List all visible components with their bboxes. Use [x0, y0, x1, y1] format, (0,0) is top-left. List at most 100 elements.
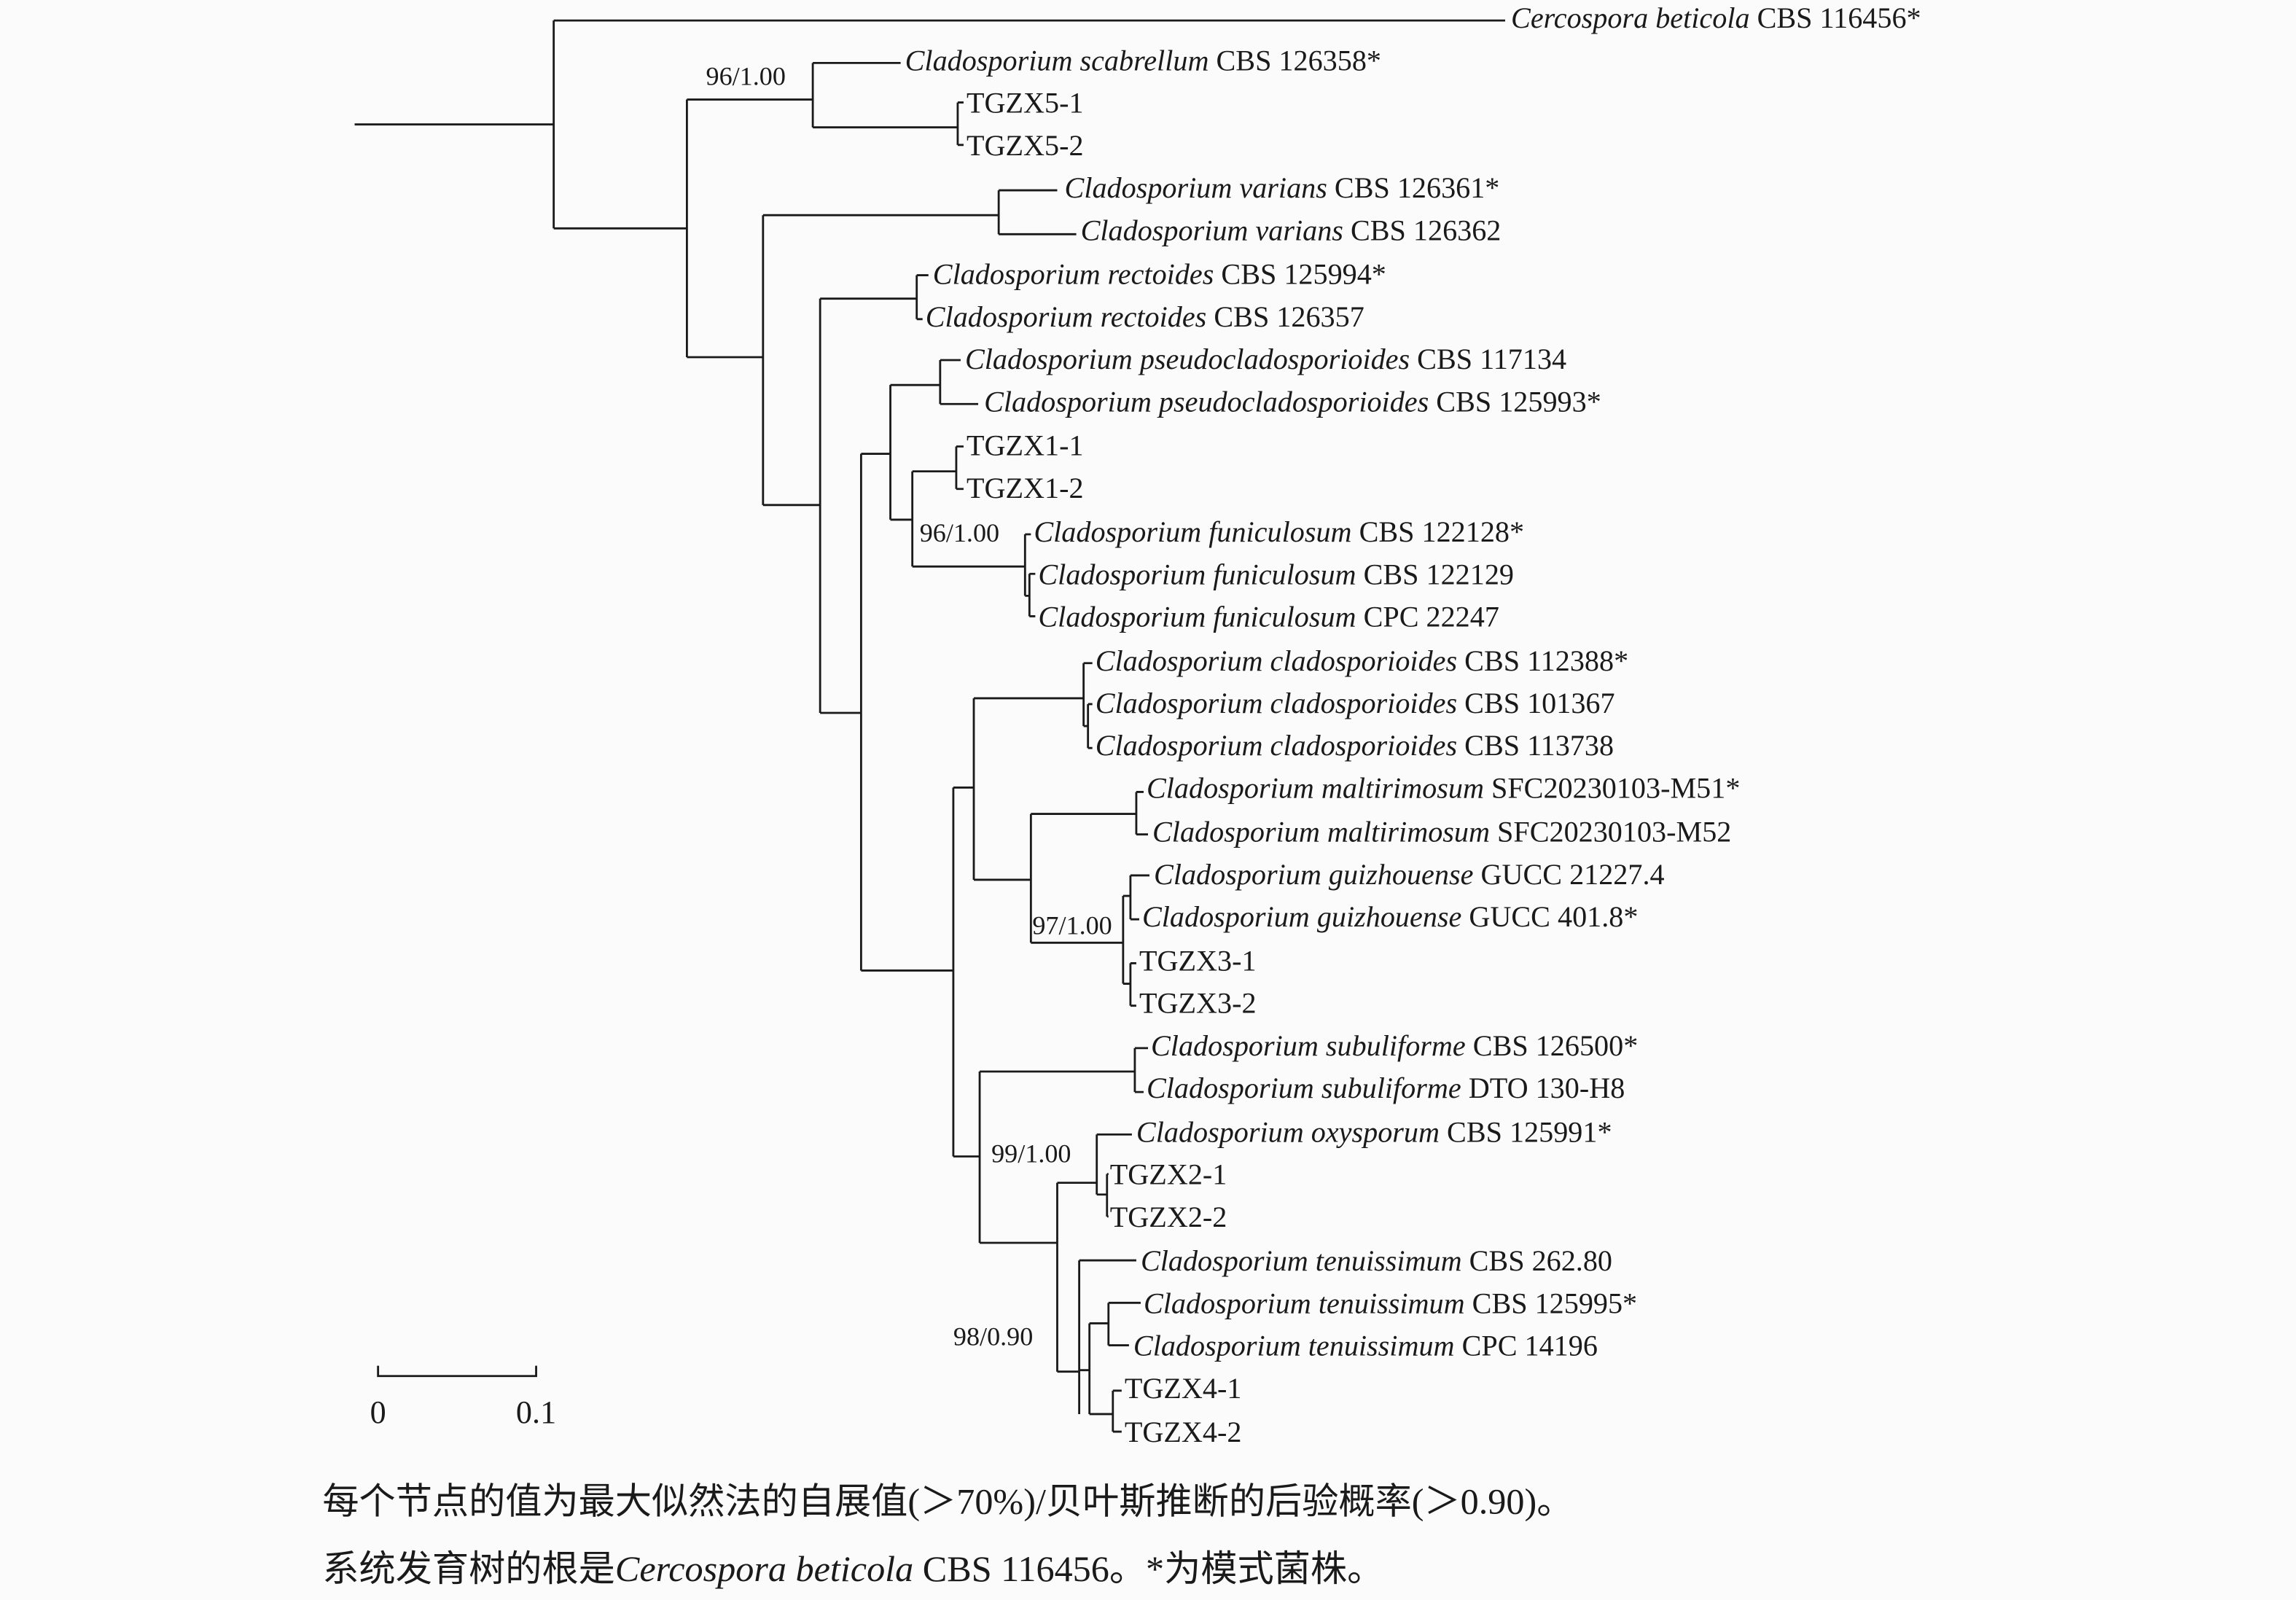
species-name: Cladosporium tenuissimum — [1141, 1244, 1462, 1277]
taxon-label: Cladosporium scabrellum CBS 126358* — [905, 44, 1381, 77]
species-name: Cladosporium subuliforme — [1147, 1072, 1461, 1104]
caption-prefix: 系统发育树的根是 — [322, 1548, 615, 1589]
scale-start-label: 0 — [370, 1394, 386, 1430]
support-value: 97/1.00 — [1032, 910, 1112, 940]
species-name: Cladosporium cladosporioides — [1096, 729, 1457, 762]
species-name: Cladosporium funiculosum — [1034, 515, 1351, 548]
strain-id: CBS 125993* — [1436, 385, 1601, 418]
strain-id: CBS 262.80 — [1469, 1244, 1612, 1277]
branch-lines — [354, 19, 1506, 1433]
taxon-label: Cladosporium oxysporum CBS 125991* — [1136, 1115, 1612, 1148]
scale-end-label: 0.1 — [516, 1394, 556, 1430]
caption-species: Cercospora beticola — [615, 1548, 913, 1589]
strain-id: CBS 125995* — [1472, 1287, 1637, 1319]
strain-id: TGZX3-2 — [1139, 987, 1257, 1020]
taxon-label: Cladosporium cladosporioides CBS 112388* — [1096, 644, 1628, 677]
taxon-label: TGZX5-1 — [967, 87, 1084, 120]
species-name: Cercospora beticola — [1511, 1, 1750, 34]
species-name: Cladosporium subuliforme — [1151, 1029, 1466, 1062]
strain-id: TGZX1-1 — [967, 429, 1084, 462]
taxon-label: Cladosporium maltirimosum SFC20230103-M5… — [1152, 816, 1731, 848]
species-name: Cladosporium maltirimosum — [1152, 816, 1490, 848]
strain-id: DTO 130-H8 — [1469, 1072, 1625, 1104]
taxon-label: TGZX2-2 — [1110, 1201, 1227, 1233]
strain-id: CBS 126500* — [1473, 1029, 1638, 1062]
species-name: Cladosporium funiculosum — [1038, 558, 1356, 590]
taxon-label: Cladosporium subuliforme DTO 130-H8 — [1147, 1072, 1625, 1104]
strain-id: CBS 125994* — [1221, 258, 1386, 291]
strain-id: CBS 126357 — [1214, 300, 1364, 333]
support-value: 96/1.00 — [920, 518, 999, 547]
scale-bar-line — [377, 1365, 537, 1378]
species-name: Cladosporium cladosporioides — [1096, 644, 1457, 677]
taxon-label: Cladosporium varians CBS 126361* — [1065, 171, 1500, 204]
taxon-label: TGZX1-1 — [967, 429, 1084, 462]
strain-id: CBS 126361* — [1335, 171, 1500, 204]
strain-id: TGZX3-1 — [1139, 944, 1257, 977]
species-name: Cladosporium varians — [1081, 214, 1343, 246]
taxon-label: Cladosporium varians CBS 126362 — [1081, 214, 1502, 246]
taxon-label: Cladosporium cladosporioides CBS 101367 — [1096, 687, 1615, 719]
strain-id: CBS 112388* — [1464, 644, 1628, 677]
species-name: Cladosporium maltirimosum — [1147, 771, 1484, 804]
strain-id: CBS 101367 — [1464, 687, 1614, 719]
caption-suffix: CBS 116456。*为模式菌株。 — [913, 1548, 1383, 1589]
species-name: Cladosporium pseudocladosporioides — [965, 343, 1410, 375]
strain-id: CPC 14196 — [1462, 1330, 1598, 1362]
taxon-label: TGZX5-2 — [967, 129, 1084, 162]
taxon-label: Cladosporium tenuissimum CPC 14196 — [1133, 1330, 1598, 1362]
species-name: Cladosporium funiculosum — [1038, 601, 1356, 633]
species-name: Cladosporium rectoides — [933, 258, 1214, 291]
taxon-label: Cladosporium cladosporioides CBS 113738 — [1096, 729, 1614, 762]
strain-id: TGZX4-2 — [1125, 1416, 1242, 1448]
caption-line-2: 系统发育树的根是Cercospora beticola CBS 116456。*… — [322, 1548, 1383, 1589]
strain-id: SFC20230103-M52 — [1497, 816, 1731, 848]
species-name: Cladosporium oxysporum — [1136, 1115, 1440, 1148]
taxon-label: Cladosporium maltirimosum SFC20230103-M5… — [1147, 771, 1740, 804]
strain-id: CBS 122129 — [1364, 558, 1514, 590]
strain-id: TGZX4-1 — [1125, 1372, 1242, 1405]
taxon-label: TGZX4-2 — [1125, 1416, 1242, 1448]
strain-id: CBS 117134 — [1417, 343, 1566, 375]
figure-caption: 每个节点的值为最大似然法的自展值(＞70%)/贝叶斯推断的后验概率(＞0.90)… — [322, 1481, 1573, 1589]
strain-id: GUCC 21227.4 — [1480, 858, 1664, 891]
tree-branches — [354, 19, 1506, 1433]
strain-id: CBS 122128* — [1359, 515, 1525, 548]
taxon-labels: Cercospora beticola CBS 116456* Cladospor… — [905, 1, 1921, 1448]
strain-id: CBS 113738 — [1464, 729, 1614, 762]
species-name: Cladosporium rectoides — [926, 300, 1207, 333]
caption-line-1: 每个节点的值为最大似然法的自展值(＞70%)/贝叶斯推断的后验概率(＞0.90)… — [322, 1481, 1573, 1522]
taxon-label: Cladosporium tenuissimum CBS 125995* — [1144, 1287, 1637, 1319]
strain-id: TGZX5-2 — [967, 129, 1084, 162]
taxon-label: Cladosporium guizhouense GUCC 21227.4 — [1154, 858, 1665, 891]
taxon-label: TGZX3-2 — [1139, 987, 1257, 1020]
taxon-label: TGZX3-1 — [1139, 944, 1257, 977]
support-value: 99/1.00 — [991, 1139, 1071, 1168]
strain-id: TGZX2-1 — [1110, 1158, 1227, 1191]
strain-id: SFC20230103-M51* — [1491, 771, 1740, 804]
taxon-label: Cladosporium funiculosum CBS 122129 — [1038, 558, 1514, 590]
species-name: Cladosporium pseudocladosporioides — [984, 385, 1429, 418]
taxon-label: Cladosporium funiculosum CBS 122128* — [1034, 515, 1524, 548]
taxon-label: Cladosporium funiculosum CPC 22247 — [1038, 601, 1499, 633]
support-value: 98/0.90 — [953, 1322, 1033, 1351]
scale-bar: 0 0.1 — [370, 1365, 556, 1430]
strain-id: CBS 125991* — [1447, 1115, 1612, 1148]
strain-id: CBS 116456* — [1757, 1, 1921, 34]
species-name: Cladosporium varians — [1065, 171, 1327, 204]
taxon-label: Cladosporium guizhouense GUCC 401.8* — [1142, 900, 1638, 933]
taxon-label: TGZX2-1 — [1110, 1158, 1227, 1191]
species-name: Cladosporium scabrellum — [905, 44, 1209, 77]
species-name: Cladosporium tenuissimum — [1144, 1287, 1465, 1319]
strain-id: TGZX2-2 — [1110, 1201, 1227, 1233]
species-name: Cladosporium guizhouense — [1154, 858, 1473, 891]
strain-id: CPC 22247 — [1364, 601, 1499, 633]
taxon-label: Cladosporium tenuissimum CBS 262.80 — [1141, 1244, 1612, 1277]
strain-id: TGZX1-2 — [967, 472, 1084, 504]
strain-id: TGZX5-1 — [967, 87, 1084, 120]
taxon-label: Cladosporium pseudocladosporioides CBS 1… — [965, 343, 1566, 375]
taxon-label: Cladosporium rectoides CBS 125994* — [933, 258, 1386, 291]
taxon-label: Cladosporium rectoides CBS 126357 — [926, 300, 1364, 333]
strain-id: CBS 126358* — [1217, 44, 1382, 77]
